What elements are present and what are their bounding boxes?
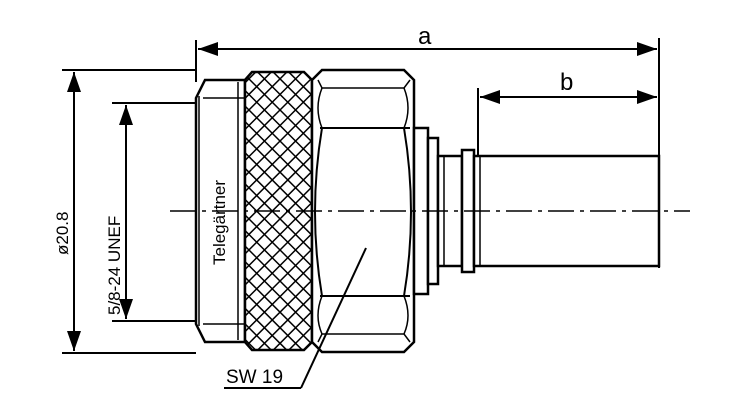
dimension-b: b [477, 69, 657, 158]
brand-label: Telegärtner [210, 180, 229, 265]
callout-label-sw: SW 19 [226, 367, 283, 388]
dimension-label-diameter: ø20.8 [53, 212, 72, 255]
callout-wrench-size: SW 19 [224, 247, 367, 389]
dimension-label-thread: 5/8-24 UNEF [105, 216, 124, 315]
dimension-label-b: b [560, 69, 573, 96]
dimension-label-a: a [418, 23, 432, 50]
dimension-thread: 5/8-24 UNEF [105, 102, 196, 322]
dimension-diameter: ø20.8 [53, 69, 196, 354]
callout-leader [300, 247, 367, 389]
